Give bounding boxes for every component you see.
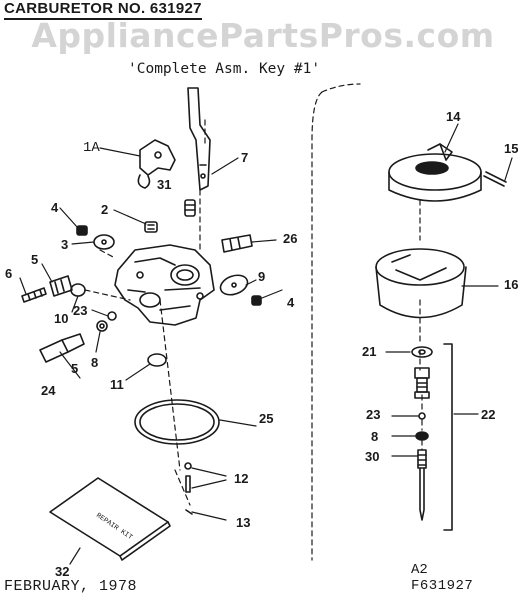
part-4-screw-right: [251, 295, 262, 306]
callout-26: 26: [283, 231, 298, 246]
part-11-disk: [147, 353, 167, 367]
callout-12: 12: [234, 471, 249, 486]
part-1a-choke-bracket: [137, 139, 176, 189]
callout-9: 9: [258, 269, 266, 284]
part-2-screw: [144, 221, 158, 233]
callout-23-left: 23: [73, 303, 88, 318]
part-24-screw: [39, 333, 85, 363]
part-30-main-jet: [417, 449, 427, 521]
callout-14: 14: [446, 109, 461, 124]
bracket-22: [443, 343, 453, 531]
part-6-needle-screw: [21, 287, 47, 303]
callout-31: 31: [157, 177, 172, 192]
part-15-pin: [483, 171, 507, 187]
callout-32: 32: [55, 564, 70, 579]
callout-5-top: 5: [31, 252, 39, 267]
part-8-gasket-right: [415, 431, 429, 441]
callout-15: 15: [504, 141, 519, 156]
callout-4-left: 4: [51, 200, 59, 215]
part-25-gasket-ring: [134, 399, 220, 445]
callout-2: 2: [101, 202, 109, 217]
callout-24: 24: [41, 383, 56, 398]
part-7-throttle-lever: [187, 87, 211, 191]
part-21-washer: [411, 346, 433, 358]
callout-21: 21: [362, 344, 377, 359]
diagram-code: F631927: [411, 578, 474, 594]
part-10-plug: [70, 283, 86, 297]
page-title: CARBURETOR NO. 631927: [4, 0, 202, 20]
callout-7: 7: [241, 150, 249, 165]
part-4-screw-left: [76, 225, 88, 236]
part-3-plate: [93, 234, 115, 250]
part-5-spring: [49, 275, 73, 297]
callout-5-bottom: 5: [71, 361, 79, 376]
callout-11: 11: [110, 377, 124, 392]
part-32-repair-kit: REPAIR KIT: [49, 477, 171, 561]
part-31-spring: [184, 199, 196, 217]
callout-13: 13: [236, 515, 251, 530]
callout-leader-lines: [19, 123, 513, 565]
carburetor-body: [114, 244, 215, 326]
repair-kit-label: REPAIR KIT: [94, 512, 133, 542]
part-16-float: [375, 248, 467, 319]
callout-16: 16: [504, 277, 519, 292]
callout-4-right: 4: [287, 295, 295, 310]
part-26-fitting: [221, 234, 253, 253]
watermark-text: AppliancePartsPros.com: [31, 16, 495, 55]
part-22-nozzle-assembly: [414, 367, 430, 399]
callout-6: 6: [5, 266, 13, 281]
callout-3: 3: [61, 237, 69, 252]
diagram-subtitle: 'Complete Asm. Key #1': [128, 61, 321, 77]
callout-23-right: 23: [366, 407, 381, 422]
callout-8-right: 8: [371, 429, 379, 444]
callout-25: 25: [259, 411, 274, 426]
part-8-gasket-left: [96, 320, 108, 332]
part-9-throttle-plate: [219, 274, 249, 296]
callout-8-left: 8: [91, 355, 99, 370]
callout-1a: 1A: [83, 140, 100, 156]
part-14-bowl-cover: [388, 143, 482, 202]
part-23-washer-left: [107, 311, 117, 321]
part-23-washer-right: [418, 412, 426, 420]
callout-22: 22: [481, 407, 496, 422]
part-12-pin: [184, 462, 192, 493]
callout-30: 30: [365, 449, 380, 464]
part-13-pin: [185, 509, 193, 515]
sheet-number: A2: [411, 562, 428, 578]
callout-10: 10: [54, 311, 69, 326]
diagram-date: FEBRUARY, 1978: [4, 578, 138, 595]
